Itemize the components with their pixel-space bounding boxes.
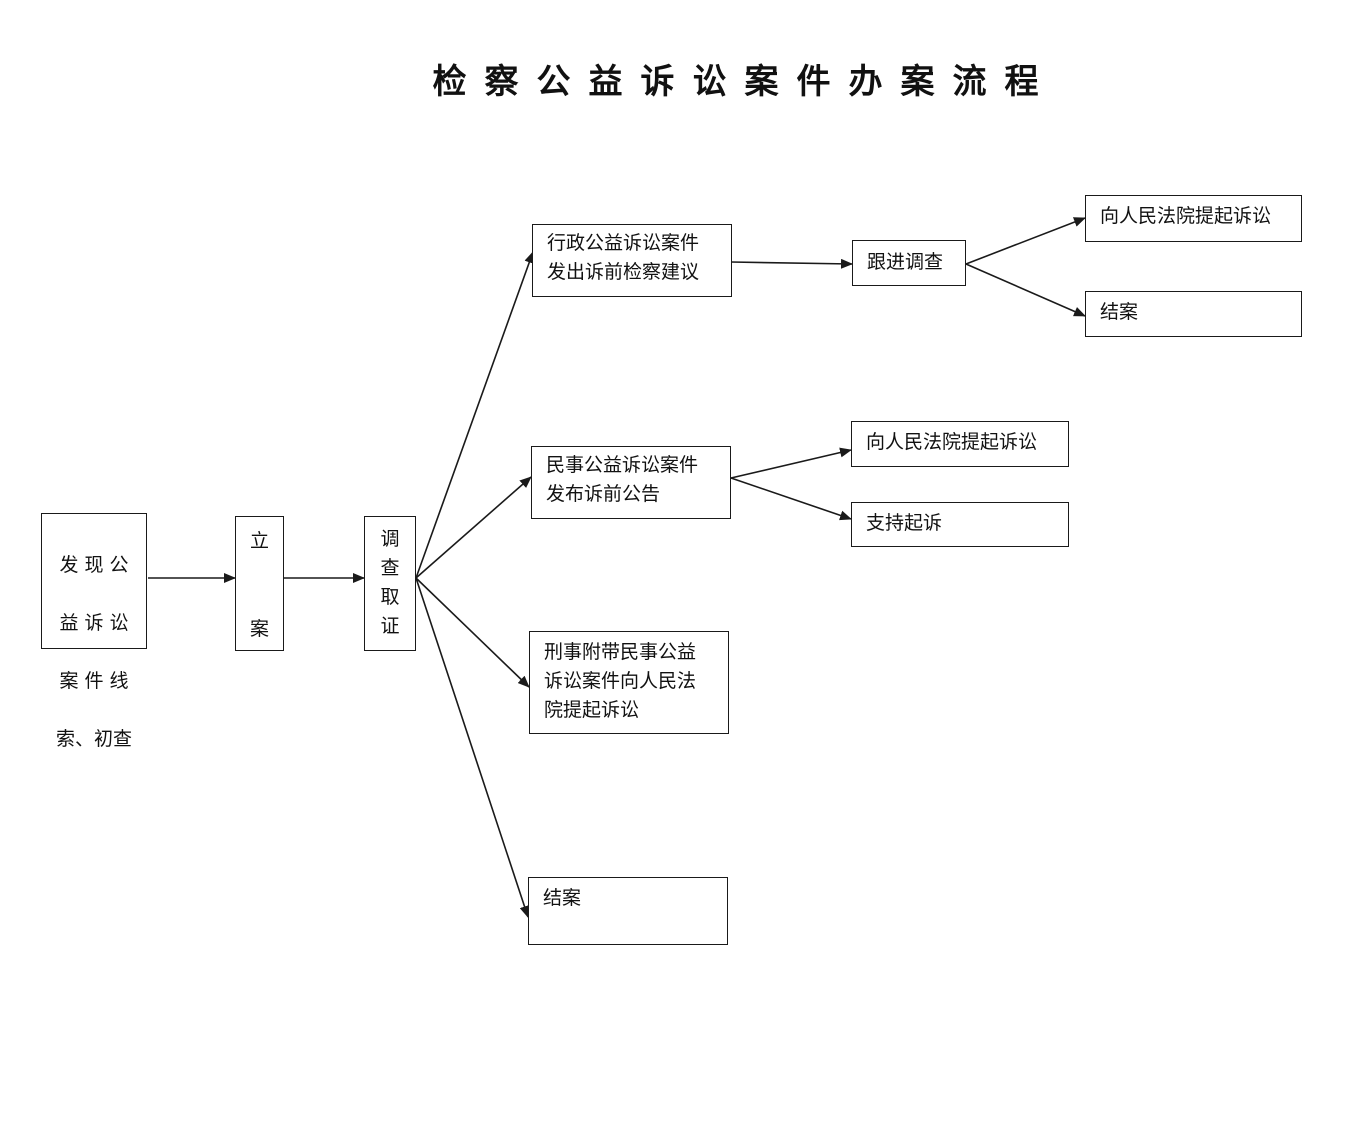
admin-close-case-box: 结案 bbox=[1085, 291, 1302, 337]
arrow-followup-to-close bbox=[965, 263, 1086, 317]
arrow-investigation-to-civil bbox=[415, 476, 532, 579]
close-case-box: 结案 bbox=[528, 877, 728, 945]
clue-and-preliminary-check-box: 发 现 公 益 诉 讼 案 件 线 索、初查 bbox=[41, 513, 147, 750]
filing-char-1: 立 bbox=[249, 530, 269, 552]
clue-line-2: 益 诉 讼 bbox=[59, 612, 129, 634]
investigation-box: 调 查 取 证 bbox=[364, 516, 416, 651]
admin-sue-to-court-box: 向人民法院提起诉讼 bbox=[1085, 195, 1302, 242]
filing-box: 立 案 bbox=[235, 516, 284, 651]
investigation-char-2: 查 bbox=[380, 557, 400, 579]
investigation-char-1: 调 bbox=[380, 528, 400, 550]
filing-char-2: 案 bbox=[249, 618, 269, 640]
civil-support-prosecution-box: 支持起诉 bbox=[851, 502, 1069, 547]
arrow-investigation-to-criminal bbox=[415, 577, 530, 688]
follow-up-investigation-box: 跟进调查 bbox=[852, 240, 966, 286]
civil-pre-litigation-notice-box: 民事公益诉讼案件 发布诉前公告 bbox=[531, 446, 731, 519]
investigation-char-3: 取 bbox=[380, 586, 400, 608]
clue-line-4: 索、初查 bbox=[55, 728, 132, 750]
arrow-investigation-to-close bbox=[415, 577, 530, 918]
arrow-admin-to-followup bbox=[730, 258, 853, 269]
clue-line-3: 案 件 线 bbox=[59, 670, 129, 692]
arrow-investigation-to-admin bbox=[415, 251, 534, 579]
criminal-incidental-civil-box: 刑事附带民事公益 诉讼案件向人民法 院提起诉讼 bbox=[529, 631, 729, 734]
arrow-civil-to-support bbox=[730, 477, 852, 521]
admin-pre-litigation-suggestion-box: 行政公益诉讼案件 发出诉前检察建议 bbox=[532, 224, 732, 297]
clue-line-1: 发 现 公 bbox=[59, 554, 129, 576]
arrow-civil-to-sue bbox=[730, 447, 852, 479]
page-title: 检察公益诉讼案件办案流程 bbox=[432, 62, 1057, 102]
investigation-char-4: 证 bbox=[380, 615, 400, 637]
arrow-followup-to-sue bbox=[965, 217, 1086, 265]
civil-sue-to-court-box: 向人民法院提起诉讼 bbox=[851, 421, 1069, 467]
